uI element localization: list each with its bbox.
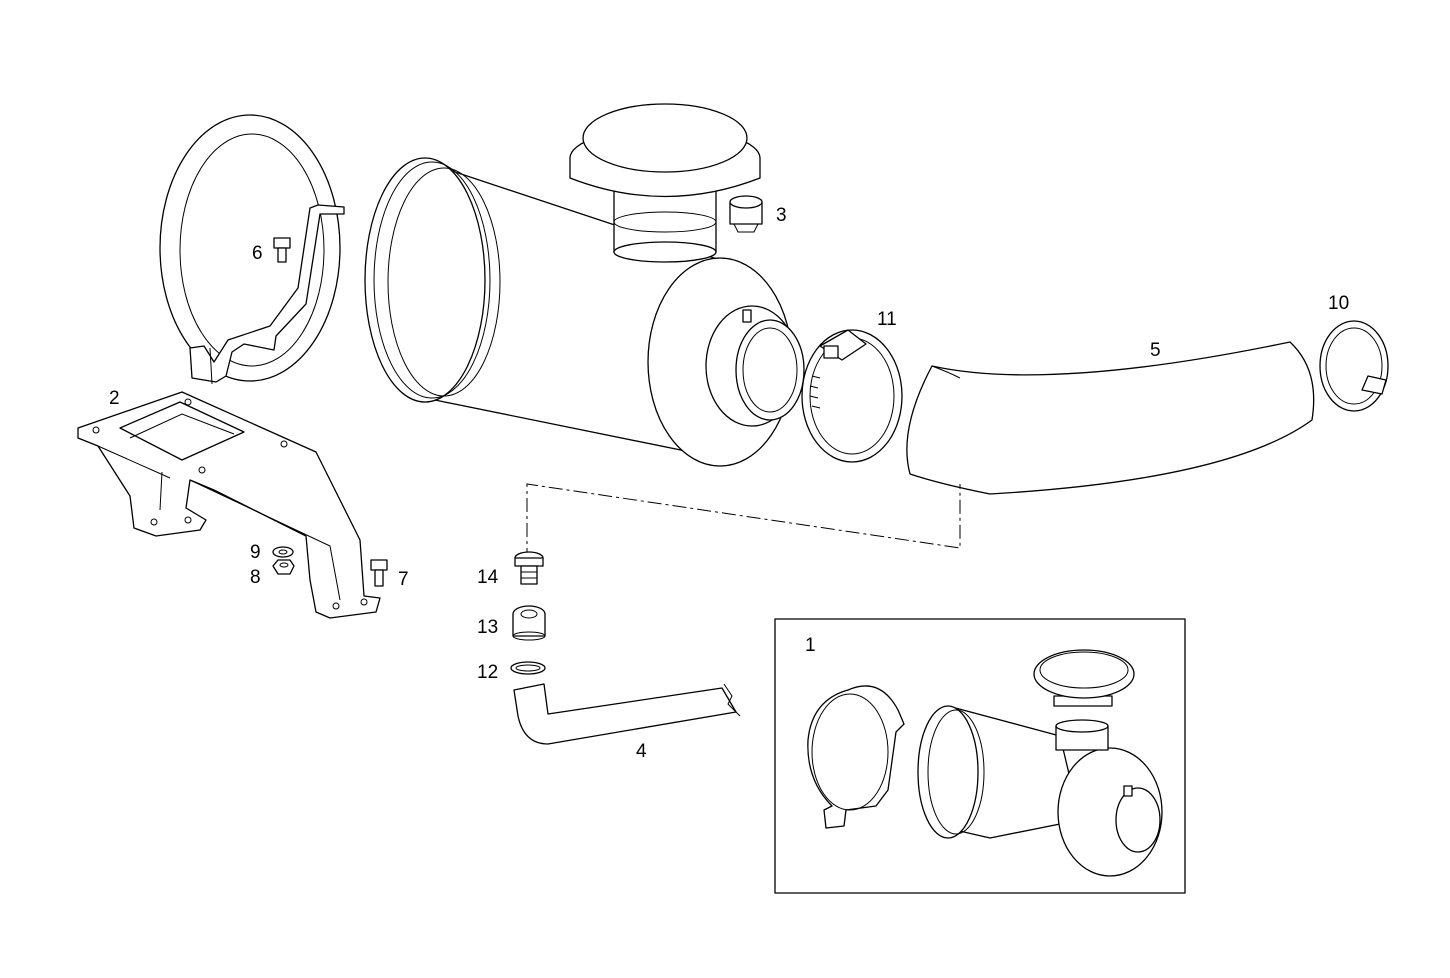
mounting-bracket — [77, 391, 381, 619]
valve-cap-3 — [729, 195, 763, 233]
callout-9: 9 — [250, 542, 261, 563]
callout-6: 6 — [252, 243, 263, 264]
hose-clamp-11 — [801, 329, 903, 463]
fitting-13 — [512, 605, 546, 641]
callout-13: 13 — [477, 617, 498, 638]
mounting-strap — [159, 114, 345, 385]
callout-7: 7 — [398, 569, 409, 590]
callout-4: 4 — [636, 741, 647, 762]
callout-10: 10 — [1328, 293, 1349, 314]
callout-14: 14 — [477, 567, 499, 588]
callout-2: 2 — [109, 388, 120, 409]
drain-tube-4 — [513, 683, 741, 745]
intake-cap — [569, 103, 761, 263]
nut-8 — [272, 559, 295, 575]
washer-9 — [272, 546, 294, 558]
callout-5: 5 — [1150, 340, 1161, 361]
callout-12: 12 — [477, 662, 498, 683]
clip-12 — [510, 661, 546, 675]
assembly-inset — [774, 618, 1186, 894]
screw-14 — [514, 551, 544, 585]
callout-3: 3 — [776, 205, 787, 226]
bolt-7 — [370, 559, 388, 587]
callout-8: 8 — [250, 567, 261, 588]
intake-hose-5 — [906, 341, 1315, 495]
hose-clamp-10 — [1319, 320, 1389, 412]
callout-1: 1 — [805, 635, 816, 656]
bolt-6 — [273, 237, 291, 263]
callout-11: 11 — [877, 309, 897, 330]
connection-line — [526, 483, 961, 562]
